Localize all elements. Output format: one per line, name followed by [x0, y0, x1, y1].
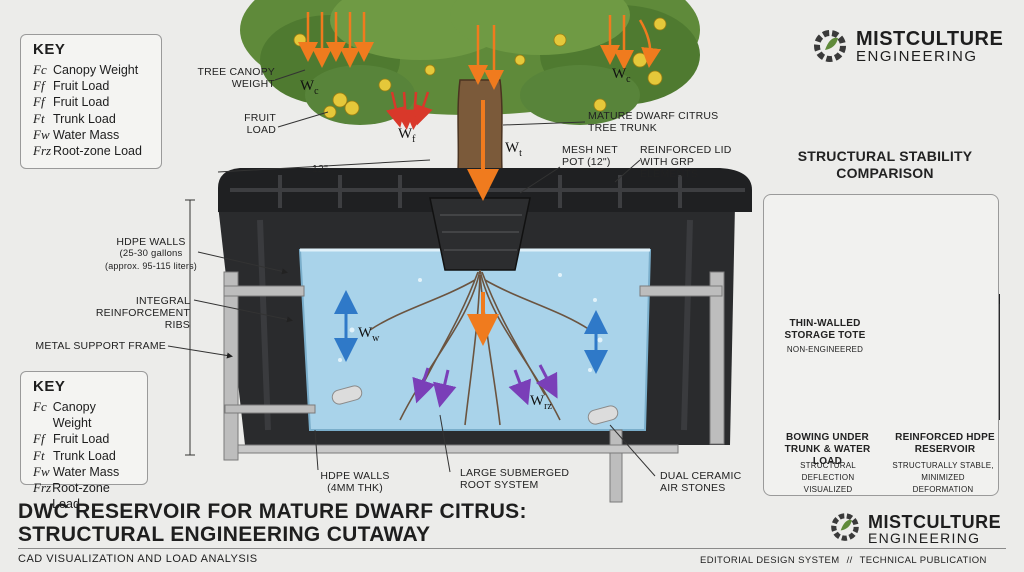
label-dimension: 12" [312, 163, 329, 175]
symbol-wrz: Wrz [530, 393, 552, 412]
key-row: Ft Trunk Load [33, 448, 137, 464]
brand-sub-top: ENGINEERING [856, 48, 978, 65]
key-label: Fruit Load [53, 95, 110, 110]
key-label: Fruit Load [53, 432, 110, 447]
key-symbol: Fw [33, 463, 50, 479]
key-symbol: Ff [33, 431, 45, 447]
key-symbol: Ff [33, 78, 45, 94]
key-label: Trunk Load [53, 111, 116, 126]
label-net-pot: MESH NET POT (12") [562, 144, 618, 168]
label-lid: REINFORCED LID WITH GRP ELEMENTS [640, 144, 732, 180]
label-trunk: MATURE DWARF CITRUS TREE TRUNK [588, 110, 719, 134]
footer-left: EDITORIAL DESIGN SYSTEM [700, 555, 840, 566]
label-hdpe-thk: HDPE WALLS (4mm THK) [320, 470, 390, 494]
gear-icon [831, 513, 859, 541]
comparison-panel [763, 194, 999, 496]
brand-name-bottom: MISTCULTURE [868, 512, 1002, 532]
symbol-ww: Ww [358, 325, 380, 344]
key-symbol: Frz [33, 480, 52, 496]
net-pot [429, 197, 531, 271]
label-frame: METAL SUPPORT FRAME [35, 340, 166, 352]
symbol-wc-left: Wc [300, 78, 319, 97]
label-tree-canopy-weight: TREE CANOPY WEIGHT [197, 66, 275, 90]
key-label: Canopy Weight [53, 63, 139, 77]
footer-credits: EDITORIAL DESIGN SYSTEM // TECHNICAL PUB… [700, 555, 987, 566]
page-title-line1: DWC RESERVOIR FOR MATURE DWARF CITRUS: [18, 500, 527, 523]
page-title-line2: STRUCTURAL ENGINEERING CUTAWAY [18, 523, 431, 546]
key-symbol: Fc [33, 62, 47, 77]
label-hdpe-liters: (approx. 95-115 liters) [105, 261, 197, 271]
label-root-system: LARGE SUBMERGED ROOT SYSTEM [460, 467, 570, 491]
key-row: Ft Trunk Load [33, 111, 151, 127]
key-row: Fc Canopy Weight [33, 62, 151, 78]
comparison-left-title: THIN-WALLED STORAGE TOTE [784, 318, 866, 341]
metal-frame [223, 271, 725, 503]
page-subtitle: CAD VISUALIZATION AND LOAD ANALYSIS [18, 553, 258, 565]
key-label: Root-zone Load [52, 481, 110, 512]
load-arrows [298, 12, 662, 408]
label-hdpe-walls: HDPE WALLS (25-30 gallons (approx. 95-11… [96, 236, 206, 272]
key-label: Fruit Load [53, 79, 110, 94]
air-stones [331, 385, 619, 425]
key-label: Canopy Weight [52, 400, 96, 431]
key-label: Trunk Load [53, 448, 116, 463]
page-title: DWC RESERVOIR FOR MATURE DWARF CITRUS: S… [18, 500, 527, 546]
key-row: Ff Fruit Load [33, 78, 151, 94]
symbol-wt: Wt [505, 140, 522, 159]
key-label: Water Mass [53, 464, 120, 479]
key-title: KEY [33, 41, 66, 58]
comparison-left-caption: BOWING UNDER TRUNK & WATER LOAD [784, 432, 871, 467]
key-legend-bottom: KEY Fc Canopy Weight Ff Fruit Load Ft Trunk… [20, 371, 148, 511]
key-symbol: Ft [33, 447, 45, 463]
key-symbol: Fc [33, 399, 47, 414]
label-fruit-load: FRUIT LOAD [244, 112, 276, 136]
comparison-heading: STRUCTURAL STABILITY COMPARISON [797, 148, 973, 181]
key-row: Fc Canopy Weight [33, 399, 137, 431]
footer-right: TECHNICAL PUBLICATION [859, 555, 987, 566]
comparison-right-note: STRUCTURALLY STABLE, MINIMIZED DEFORMATI… [892, 461, 994, 494]
label-hdpe-capacity: (25-30 gallons [119, 248, 183, 259]
brand-name-top: MISTCULTURE [856, 28, 1004, 50]
key-title: KEY [33, 378, 66, 395]
label-ribs: INTEGRAL REINFORCEMENT RIBS [95, 295, 190, 331]
footer-separator: // [846, 555, 853, 566]
key-symbol: Ft [33, 110, 45, 126]
label-air-stones: DUAL CERAMIC AIR STONES [660, 470, 742, 494]
key-row: Ff Fruit Load [33, 431, 137, 447]
label-hdpe-walls-title: HDPE WALLS [116, 236, 186, 248]
comparison-left-note: STRUCTURAL DEFLECTION VISUALIZED [800, 461, 856, 494]
key-symbol: Fw [33, 126, 50, 142]
comparison-left-tag: NON-ENGINEERED [786, 345, 864, 354]
symbol-wc-right: Wc [612, 66, 631, 85]
brand-sub-bottom: ENGINEERING [868, 530, 981, 546]
leader-lines [167, 69, 656, 477]
key-label: Water Mass [53, 127, 120, 142]
key-row: Ff Fruit Load [33, 94, 151, 110]
key-label: Root-zone Load [53, 144, 142, 159]
divider [18, 548, 1006, 549]
symbol-wf: Wf [398, 126, 416, 145]
key-symbol: Ff [33, 94, 45, 110]
key-symbol: Frz [33, 143, 52, 159]
gear-icon [814, 30, 846, 62]
comparison-right-title: REINFORCED HDPE RESERVOIR [895, 432, 995, 455]
